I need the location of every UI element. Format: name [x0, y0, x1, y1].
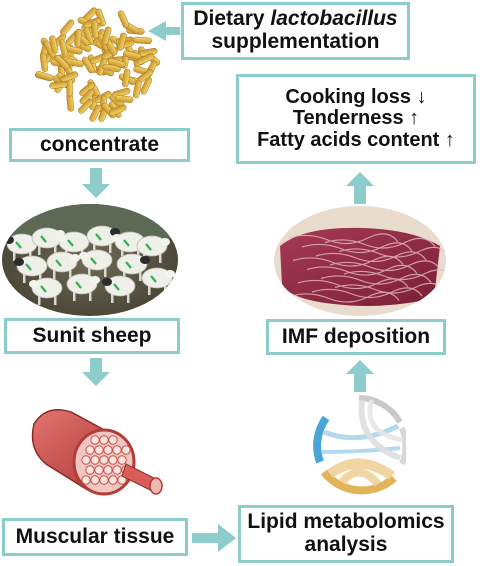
- chord-diagram-image: [313, 395, 406, 495]
- arrow-sheep-to-muscle: [82, 358, 110, 386]
- muscular-tissue-box: Muscular tissue: [2, 518, 188, 556]
- outcome-fatty-acids: Fatty acids content ↑: [257, 128, 455, 151]
- lactobacillus-term: lactobacillus: [270, 7, 398, 31]
- dietary-supplementation-box: Dietary lactobacillus supplementation: [181, 2, 410, 60]
- arrow-concentrate-to-sheep: [82, 168, 110, 198]
- imf-deposition-box: IMF deposition: [266, 319, 446, 355]
- arrow-meat-to-outcomes: [346, 172, 374, 204]
- lipid-metabolomics-box: Lipid metabolomics analysis: [238, 505, 454, 563]
- analysis-label: analysis: [304, 533, 388, 556]
- outcome-cooking-loss: Cooking loss ↓: [285, 85, 427, 108]
- up-arrow-icon: ↑: [409, 107, 420, 130]
- arrow-muscle-to-lipid: [192, 524, 236, 552]
- concentrate-box: concentrate: [9, 128, 190, 162]
- up-arrow-icon: ↑: [444, 128, 455, 151]
- arrow-analysis-to-imf: [346, 360, 374, 392]
- lipid-metabolomics-label: Lipid metabolomics: [247, 510, 445, 534]
- raw-meat-image: [274, 206, 446, 316]
- sunit-sheep-box: Sunit sheep: [4, 318, 180, 354]
- supplementation-label: supplementation: [211, 30, 380, 53]
- outcomes-box: Cooking loss ↓ Tenderness ↑ Fatty acids …: [236, 74, 476, 164]
- sunit-sheep-label: Sunit sheep: [32, 323, 152, 347]
- muscular-tissue-label: Muscular tissue: [15, 524, 175, 548]
- concentrate-label: concentrate: [39, 132, 160, 156]
- down-arrow-icon: ↓: [416, 85, 427, 108]
- muscle-cross-section-image: [31, 409, 163, 496]
- outcome-tenderness: Tenderness ↑: [292, 107, 420, 130]
- dietary-prefix: Dietary: [193, 7, 271, 31]
- feed-pellets-image: [35, 7, 161, 122]
- imf-deposition-label: IMF deposition: [281, 324, 431, 348]
- sheep-flock-image: [2, 204, 178, 316]
